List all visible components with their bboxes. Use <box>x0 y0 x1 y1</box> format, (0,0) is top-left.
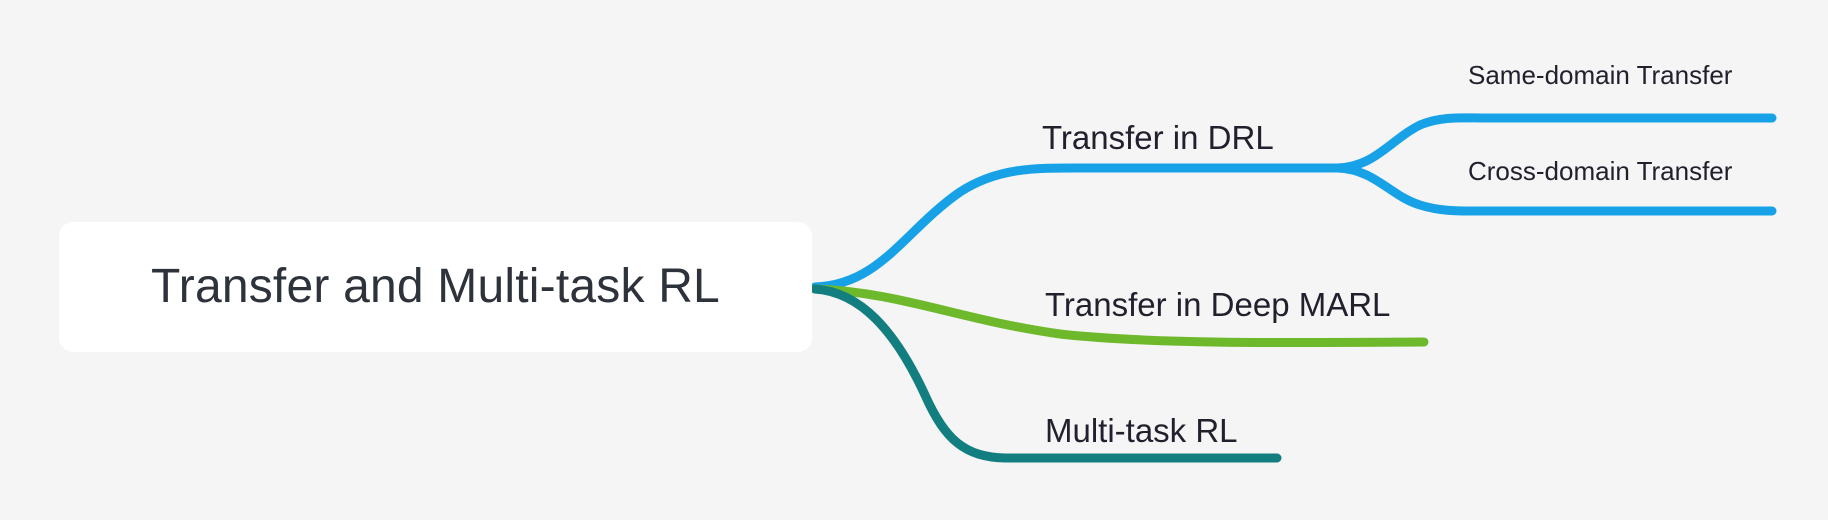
root-node-label: Transfer and Multi-task RL <box>151 260 720 313</box>
root-node[interactable]: Transfer and Multi-task RL <box>59 222 812 352</box>
node-label-multi-task-rl[interactable]: Multi-task RL <box>1045 412 1238 449</box>
node-label-same-domain-transfer[interactable]: Same-domain Transfer <box>1468 60 1733 90</box>
edge-root-to-multi-task-rl <box>810 284 1282 463</box>
edge-drl-to-same-domain <box>1332 113 1777 173</box>
edge-root-to-transfer-in-deep-marl <box>810 284 1429 348</box>
node-label-cross-domain-transfer[interactable]: Cross-domain Transfer <box>1468 156 1733 186</box>
edge-root-to-transfer-in-drl <box>810 163 1345 292</box>
edge-drl-to-cross-domain <box>1332 163 1777 216</box>
node-label-transfer-in-drl[interactable]: Transfer in DRL <box>1042 119 1274 156</box>
node-label-transfer-in-deep-marl[interactable]: Transfer in Deep MARL <box>1045 286 1391 323</box>
